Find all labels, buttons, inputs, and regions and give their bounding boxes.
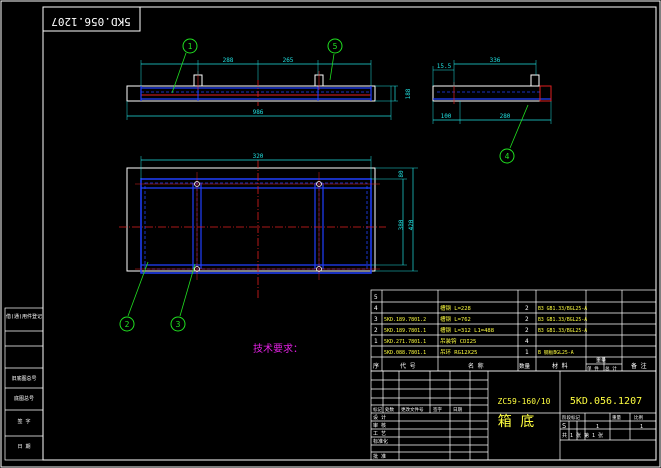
bom-name: 槽钢 L=312 L1=488 bbox=[440, 326, 494, 334]
rotated-drawing-number: 5KD.056.1207 bbox=[51, 15, 130, 28]
balloon-1: 1 bbox=[188, 42, 193, 51]
dim-front-top-1: 288 bbox=[223, 57, 234, 64]
left-stamp-text: 借(通)用件登记 旧底图总号 底图总号 签 字 日 期 bbox=[6, 313, 42, 450]
bom-name: 吊环 RG12X25 bbox=[440, 349, 478, 356]
stage-weight-label: 重量 bbox=[612, 414, 621, 421]
bom-qty: 4 bbox=[525, 338, 529, 345]
dim-side-bottom-left: 100 bbox=[441, 113, 452, 120]
stage-scale-label: 比例 bbox=[634, 414, 643, 421]
sign-row-approve: 批 准 bbox=[373, 453, 386, 460]
bom-name: 槽钢 L=762 bbox=[440, 315, 471, 323]
sign-label-date: 日期 bbox=[453, 407, 462, 413]
bom-row-5: 1 5KD.271.7801.1 吊装钩 CDI25 4 bbox=[374, 337, 529, 345]
sign-row-process: 工 艺 bbox=[373, 431, 386, 437]
balloon-3: 3 bbox=[176, 320, 181, 329]
bom-seq: 5 bbox=[374, 294, 378, 301]
bom-row-3: 3 5KD.189.7801.2 槽钢 L=762 2 B3 GB1.33/BG… bbox=[374, 315, 587, 323]
bom-header-qty: 数量 bbox=[519, 362, 531, 370]
dim-side-bottom: 280 bbox=[500, 113, 511, 120]
bom-qty: 2 bbox=[525, 316, 529, 323]
left-stamp bbox=[4, 307, 44, 461]
dim-front-top-2: 265 bbox=[283, 57, 294, 64]
rotated-number-box: 5KD.056.1207 bbox=[42, 6, 141, 32]
bom-row-6: 5KD.088.7801.1 吊环 RG12X25 1 B 钢板BGL25-A bbox=[384, 349, 574, 356]
stamp-sign: 签 字 bbox=[17, 418, 30, 425]
bom-header-note: 备 注 bbox=[631, 362, 647, 370]
bom-code: 5KD.271.7801.1 bbox=[384, 339, 426, 345]
bom-code: 5KD.189.7801.1 bbox=[384, 328, 426, 334]
sign-row-review: 审 核 bbox=[373, 422, 386, 429]
scale-value: 1 bbox=[640, 424, 643, 430]
bom-row-4: 2 5KD.189.7801.1 槽钢 L=312 L1=488 2 B3 GB… bbox=[374, 326, 587, 334]
bom-header-unit: 单 件 bbox=[587, 365, 599, 372]
stamp-title: 借(通)用件登记 bbox=[6, 313, 42, 320]
sign-row-design: 设 计 bbox=[373, 414, 386, 421]
sign-label-signature: 签字 bbox=[433, 406, 442, 413]
bom-header-name: 名 称 bbox=[468, 362, 484, 370]
bom-qty: 2 bbox=[525, 305, 529, 312]
weight-value: 1 bbox=[596, 424, 599, 430]
stage-mark-s: S bbox=[562, 422, 566, 430]
inner-frame bbox=[42, 6, 657, 461]
bom-header-code: 代 号 bbox=[400, 362, 416, 370]
sheet-info: 共 1 张 第 1 张 bbox=[562, 432, 603, 439]
dim-side-top: 336 bbox=[490, 57, 501, 64]
stamp-base: 底图总号 bbox=[14, 395, 34, 402]
title-block-text: 标记 处数 更改文件号 签字 日期 设 计 审 核 工 艺 标准化 批 准 ZC… bbox=[373, 396, 643, 460]
bom-material: B 钢板BGL25-A bbox=[538, 349, 574, 356]
plan-view: 320 420 380 80 bbox=[119, 153, 418, 300]
sign-label-count: 处数 bbox=[385, 406, 394, 413]
bom-qty: 1 bbox=[525, 349, 529, 356]
dim-plan-height-inner: 380 bbox=[398, 219, 405, 230]
balloons: 1 5 4 2 3 bbox=[119, 38, 529, 332]
bom-header-material: 材 料 bbox=[552, 362, 568, 370]
dim-front-height: 188 bbox=[405, 88, 412, 99]
balloon-4: 4 bbox=[505, 152, 510, 161]
bom-material: B3 GB1.33/BGL25-A bbox=[538, 306, 587, 312]
bom-name: 槽钢 L=228 bbox=[440, 304, 471, 312]
part-name: 箱 底 bbox=[498, 414, 534, 430]
bom-seq: 2 bbox=[374, 327, 378, 334]
dim-plan-height-outer: 420 bbox=[408, 219, 415, 230]
stage-mark-label: 阶段标记 bbox=[562, 414, 580, 421]
dim-side-top-left: 15.5 bbox=[437, 63, 452, 70]
balloon-5: 5 bbox=[333, 42, 338, 51]
bom-header-seq: 序 bbox=[373, 362, 379, 370]
bom-seq: 4 bbox=[374, 305, 378, 312]
sign-row-standard: 标准化 bbox=[373, 438, 388, 445]
bom-seq: 1 bbox=[374, 338, 378, 345]
bom-header-total: 总 计 bbox=[605, 365, 617, 372]
dim-plan-width: 320 bbox=[253, 153, 264, 160]
bom-code: 5KD.189.7801.2 bbox=[384, 317, 426, 323]
bom-rows: 5 4 槽钢 L=228 2 B3 GB1.33/BGL25-A 3 5KD.1… bbox=[373, 294, 647, 372]
stamp-old-base: 旧底图总号 bbox=[11, 375, 36, 382]
title-block bbox=[370, 370, 657, 461]
bom-table bbox=[370, 289, 657, 372]
side-view: 15.5 336 100 280 bbox=[432, 57, 552, 124]
dim-plan-right-top: 80 bbox=[398, 170, 405, 178]
bom-header-weight: 重量 bbox=[596, 357, 606, 364]
model-number: ZC59-160/10 bbox=[498, 397, 551, 406]
bom-row-2: 4 槽钢 L=228 2 B3 GB1.33/BGL25-A bbox=[374, 304, 587, 312]
dim-front-overall: 986 bbox=[253, 109, 264, 116]
bom-qty: 2 bbox=[525, 327, 529, 334]
bom-header: 序 代 号 名 称 数量 材 料 重量 单 件 总 计 备 注 bbox=[373, 357, 647, 372]
technical-requirements: 技术要求： bbox=[253, 342, 303, 355]
balloon-2: 2 bbox=[125, 320, 130, 329]
stamp-date: 日 期 bbox=[17, 444, 30, 450]
bom-material: B3 GB1.33/BGL25-A bbox=[538, 317, 587, 323]
sign-label-change-doc: 更改文件号 bbox=[401, 406, 424, 413]
bom-material: B3 GB1.33/BGL25-A bbox=[538, 328, 587, 334]
drawing-number: 5KD.056.1207 bbox=[570, 396, 642, 407]
bom-seq: 3 bbox=[374, 316, 378, 323]
front-view: 288 265 986 188 bbox=[126, 57, 412, 120]
sign-label-mark: 标记 bbox=[373, 406, 382, 413]
bom-row-1: 5 bbox=[374, 294, 378, 301]
bom-name: 吊装钩 CDI25 bbox=[440, 337, 476, 345]
bom-code: 5KD.088.7801.1 bbox=[384, 350, 426, 356]
